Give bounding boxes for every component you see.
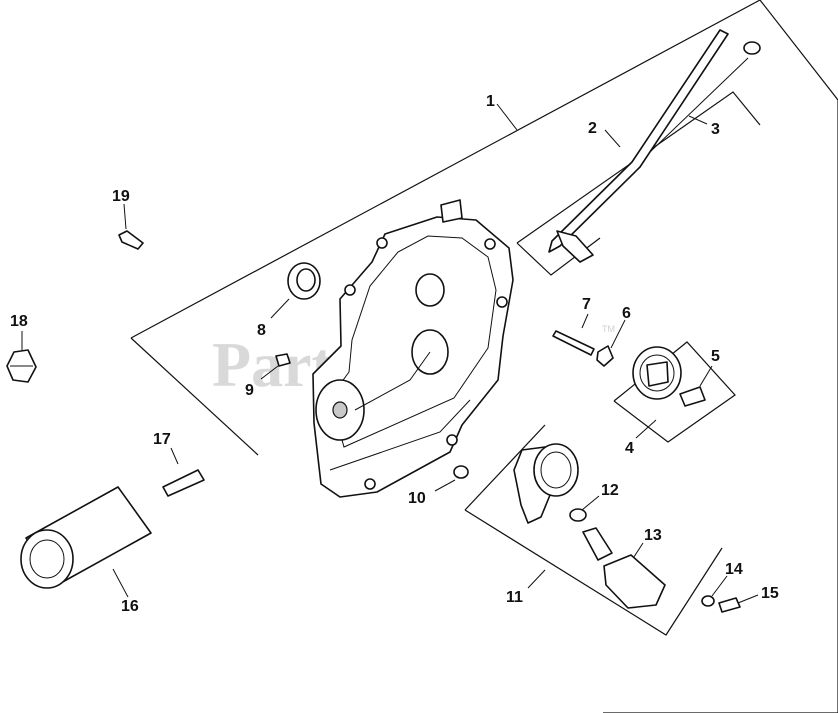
oil-pickup-neck [582, 527, 613, 561]
small-plug [275, 353, 291, 367]
leader-5 [699, 365, 713, 387]
watermark-trademark: TM [602, 324, 615, 334]
callouts: 1 2 3 4 5 6 7 8 9 10 11 12 13 14 15 16 1… [10, 93, 779, 615]
oil-pickup-screen [603, 554, 666, 609]
closure-plate [312, 199, 514, 498]
bolt [118, 230, 144, 250]
leader-11 [527, 569, 546, 589]
oil-filter-nipple [162, 469, 205, 497]
closure-plate-bolt-hole-1 [376, 237, 388, 249]
callout-14: 14 [725, 561, 743, 578]
leader-2 [604, 129, 621, 148]
leader-1 [496, 103, 518, 131]
closure-plate-bolt-hole-3 [344, 284, 356, 296]
dipstick-tube-seal [556, 230, 594, 263]
governor-gear-flyweight [646, 361, 669, 387]
leader-4 [635, 419, 657, 439]
closure-plate-inner-rim [329, 235, 497, 448]
shaft [552, 330, 595, 356]
small-bolt [718, 597, 741, 613]
pin [679, 386, 706, 407]
leader-19 [123, 203, 127, 230]
callout-1: 1 [486, 93, 495, 110]
callout-6: 6 [622, 305, 631, 322]
callout-13: 13 [644, 527, 662, 544]
oil-pump-gear-inner [540, 451, 572, 489]
governor-gear [632, 346, 682, 400]
leader-17 [170, 447, 179, 465]
leader-7 [581, 313, 589, 329]
oil-pickup [582, 527, 666, 609]
leader-12 [581, 495, 600, 511]
closure-plate-bolt-hole-4 [496, 296, 508, 308]
leader-lines [21, 103, 759, 604]
callout-4: 4 [625, 440, 634, 457]
bracket-pump-top [464, 424, 546, 511]
oil-pump [513, 443, 579, 524]
group-brackets [130, 0, 838, 713]
callout-3: 3 [711, 121, 720, 138]
dipstick-tube [548, 29, 729, 253]
clip [596, 345, 614, 367]
callout-5: 5 [711, 348, 720, 365]
callout-2: 2 [588, 120, 597, 137]
closure-plate-bolt-hole-6 [446, 434, 458, 446]
oil-seal [287, 262, 321, 300]
oil-seal-inner [296, 268, 316, 292]
callout-12: 12 [601, 482, 619, 499]
closure-plate-tab [440, 199, 463, 223]
leader-8 [270, 298, 290, 319]
callout-9: 9 [245, 382, 254, 399]
governor-gear-teeth-ring [639, 354, 675, 392]
bracket-pump [464, 509, 723, 636]
leader-9 [260, 365, 279, 380]
closure-plate-bolt-hole-5 [364, 478, 376, 490]
dipstick-rod [649, 57, 749, 153]
leader-10 [434, 479, 456, 492]
bracket-main [130, 0, 838, 713]
bracket-dipstick [516, 91, 761, 244]
closure-plate-boss-hole [332, 401, 348, 419]
callout-17: 17 [153, 431, 171, 448]
callout-8: 8 [257, 322, 266, 339]
dipstick-assembly [548, 29, 761, 263]
closure-plate-lower-rib [329, 399, 471, 471]
leader-14 [711, 575, 728, 597]
closure-plate-upper-boss [415, 273, 445, 307]
leader-16 [112, 568, 129, 598]
callout-15: 15 [761, 585, 779, 602]
oil-filter-end [20, 529, 74, 589]
drain-plug [6, 349, 37, 383]
leader-15 [737, 594, 759, 604]
small-o-ring [569, 508, 587, 522]
callout-16: 16 [121, 598, 139, 615]
closure-plate-rib [354, 351, 431, 411]
callout-11: 11 [506, 589, 523, 606]
closure-plate-bolt-hole-2 [484, 238, 496, 250]
washer [701, 595, 715, 607]
callout-7: 7 [582, 296, 591, 313]
oil-filter-end-inner [29, 539, 65, 579]
leader-3 [688, 115, 708, 125]
bracket-main-left [130, 337, 259, 456]
o-ring [453, 465, 469, 479]
leader-6 [610, 319, 626, 349]
callout-19: 19 [112, 188, 130, 205]
dipstick-handle [743, 41, 761, 55]
callout-18: 18 [10, 313, 28, 330]
callout-10: 10 [408, 490, 426, 507]
oil-filter [20, 486, 152, 589]
